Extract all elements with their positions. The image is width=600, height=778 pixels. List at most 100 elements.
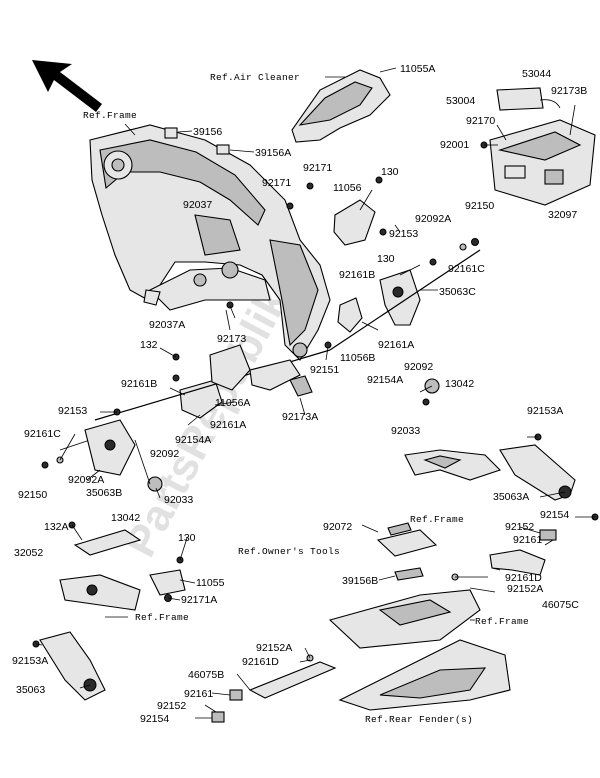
reference-labels: Ref.Air Cleaner Ref.Frame Ref.Frame Ref.…: [83, 72, 529, 725]
part-label: 92170: [466, 115, 495, 127]
part-label: 92154A: [367, 374, 403, 386]
part-label: 39156: [193, 126, 222, 138]
part-label: 11056A: [215, 397, 250, 409]
center-bracket-lower: [249, 359, 301, 391]
part-label: 32097: [548, 209, 577, 221]
ref-air-cleaner: Ref.Air Cleaner: [210, 72, 300, 83]
footpeg-bracket-35063c: [379, 269, 421, 326]
part-label: 92150: [465, 200, 494, 212]
part-label: 92152: [505, 521, 534, 533]
ref-rear-fender: Ref.Rear Fender(s): [365, 714, 473, 725]
passenger-bracket-35063a: [404, 444, 576, 501]
frame-assembly: [89, 124, 331, 361]
bracket-11056: [333, 199, 376, 246]
part-label: 35063B: [86, 487, 122, 499]
center-tray: [328, 589, 481, 649]
watermark: PartsRepublik: [116, 280, 298, 565]
rear-fender: [338, 639, 511, 711]
part-label: 39156A: [255, 147, 291, 159]
part-label: 92161D: [505, 572, 542, 584]
part-label: 130: [381, 166, 399, 178]
part-label: 92154A: [175, 434, 211, 446]
part-label: 11056: [333, 182, 362, 194]
part-label: 92153: [58, 405, 87, 417]
ref-frame-left: Ref.Frame: [135, 612, 189, 623]
left-lower-bracket: [59, 574, 141, 611]
part-label: 92037: [183, 199, 212, 211]
footpeg-bracket-35063b: [84, 419, 136, 476]
direction-arrow-icon: [32, 60, 102, 112]
part-label: 46075C: [542, 599, 579, 611]
part-label: 92092: [150, 448, 179, 460]
part-label: 130: [377, 253, 395, 265]
part-label: 92153A: [12, 655, 48, 667]
part-label: 92173A: [282, 411, 318, 423]
part-label: 92037A: [149, 319, 185, 331]
part-label: 92173B: [551, 85, 587, 97]
part-label: 92092A: [68, 474, 104, 486]
rod-46075c: [489, 529, 557, 576]
part-label: 92171: [262, 177, 291, 189]
part-label: 92001: [440, 139, 469, 151]
rod-46075b: [211, 661, 337, 723]
part-label: 132A: [44, 521, 69, 533]
part-label: 92151: [310, 364, 339, 376]
part-label: 92161B: [121, 378, 157, 390]
part-label: 92153: [389, 228, 418, 240]
ref-frame-center: Ref.Frame: [475, 616, 529, 627]
part-label: 53004: [446, 95, 475, 107]
part-label: 13042: [111, 512, 140, 524]
ref-owners-tools: Ref.Owner's Tools: [238, 546, 340, 557]
part-label: 11056B: [340, 352, 375, 364]
bracket-11055: [149, 569, 186, 596]
part-label: 92154: [140, 713, 169, 725]
part-label: 92161: [184, 688, 213, 700]
part-label: 92092: [404, 361, 433, 373]
part-label: 92161C: [448, 263, 485, 275]
part-label: 53044: [522, 68, 551, 80]
footpeg-bracket-35063: [39, 631, 106, 701]
bracket-11056a: [179, 379, 223, 419]
part-label: 13042: [445, 378, 474, 390]
part-label: 92153A: [527, 405, 563, 417]
part-label: 92171A: [181, 594, 217, 606]
part-label: 92161B: [339, 269, 375, 281]
part-label: 35063C: [439, 286, 476, 298]
plate-32052: [73, 529, 142, 556]
ref-frame-top: Ref.Frame: [83, 110, 137, 121]
part-label: 92152A: [507, 583, 543, 595]
part-label: 92152: [157, 700, 186, 712]
part-label: 92161C: [24, 428, 61, 440]
ref-frame-right: Ref.Frame: [410, 514, 464, 525]
part-label: 92072: [323, 521, 352, 533]
air-cleaner-duct: [291, 67, 397, 143]
part-label: 11055: [196, 577, 225, 589]
part-label: 92150: [18, 489, 47, 501]
tool-tray: [376, 522, 438, 581]
part-label: 92154: [540, 509, 569, 521]
part-label: 130: [178, 532, 196, 544]
part-label: 92161A: [378, 339, 414, 351]
part-label: 92171: [303, 162, 332, 174]
part-label: 35063A: [493, 491, 529, 503]
part-label: 11055A: [400, 63, 435, 75]
part-label: 35063: [16, 684, 45, 696]
part-labels: 11055A 53044 92173B 53004 92170 92001 32…: [12, 63, 587, 725]
block-39156: [164, 127, 178, 139]
part-label: 92161A: [210, 419, 246, 431]
part-label: 92161: [513, 534, 542, 546]
part-label: 132: [140, 339, 158, 351]
battery-case: [489, 87, 596, 206]
collar-13042-left: [147, 476, 163, 492]
part-label: 92033: [391, 425, 420, 437]
part-label: 92161D: [242, 656, 279, 668]
leader-lines: [35, 76, 595, 719]
part-label: 92092A: [415, 213, 451, 225]
part-label: 32052: [14, 547, 43, 559]
bracket-11056b: [337, 297, 363, 333]
clip-92173a: [289, 375, 313, 397]
part-label: 92033: [164, 494, 193, 506]
part-label: 39156B: [342, 575, 378, 587]
center-bracket: [209, 344, 251, 391]
